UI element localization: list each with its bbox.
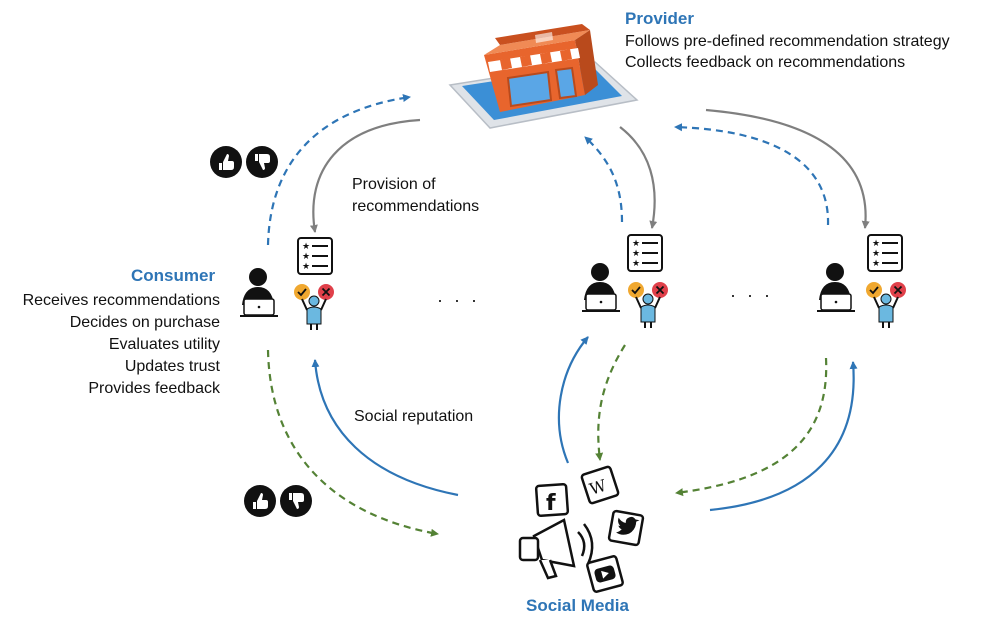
social-media-title: Social Media [526, 596, 629, 615]
store-icon [448, 24, 639, 129]
provider-line-2: Collects feedback on recommendations [625, 54, 906, 71]
consumer-line-3: Evaluates utility [108, 336, 220, 353]
consumer-middle [581, 234, 669, 329]
ellipsis-2: · · · [730, 285, 773, 305]
consumer-line-4: Updates trust [124, 358, 220, 375]
svg-text:f: f [546, 491, 556, 516]
svg-text:W: W [587, 476, 609, 499]
consumer-line-2: Decides on purchase [69, 314, 220, 331]
arrow-provision-3 [705, 108, 870, 229]
consumer-title: Consumer [131, 266, 216, 285]
provision-label-line-2: recommendations [352, 198, 480, 215]
provider-line-1: Follows pre-defined recommendation strat… [625, 33, 950, 50]
consumer-line-5: Provides feedback [88, 380, 220, 397]
arrow-feedback-to-social-3 [675, 357, 828, 497]
arrow-feedback-to-provider-2 [584, 136, 624, 223]
ellipsis-1: · · · [437, 290, 480, 310]
facebook-icon: f [534, 482, 570, 518]
arrow-provision-2 [619, 126, 658, 229]
arrow-feedback-to-social-1 [266, 349, 439, 537]
twitter-icon [607, 509, 645, 547]
provision-label-line-1: Provision of [352, 176, 436, 193]
arrow-feedback-to-social-2 [595, 344, 626, 461]
arrow-social-reputation-3 [709, 361, 858, 512]
arrow-provision-1 [309, 118, 421, 233]
provider-title: Provider [625, 9, 694, 28]
arrow-social-reputation-2 [557, 336, 589, 464]
thumbs-up-down-icon-bottom [244, 485, 312, 517]
arrow-feedback-to-provider-3 [674, 123, 830, 226]
arrow-feedback-to-provider-1 [266, 94, 411, 246]
arrow-social-reputation-1 [311, 359, 459, 497]
thumbs-up-down-icon-top [210, 146, 278, 178]
wikipedia-icon: W [580, 465, 620, 505]
consumer-lines: Receives recommendations Decides on purc… [23, 290, 220, 400]
consumer-left [239, 237, 335, 331]
consumer-right [816, 234, 907, 329]
consumer-line-1: Receives recommendations [22, 292, 220, 309]
social-reputation-label: Social reputation [354, 408, 474, 425]
youtube-icon [586, 555, 624, 593]
megaphone-icon [518, 518, 594, 580]
